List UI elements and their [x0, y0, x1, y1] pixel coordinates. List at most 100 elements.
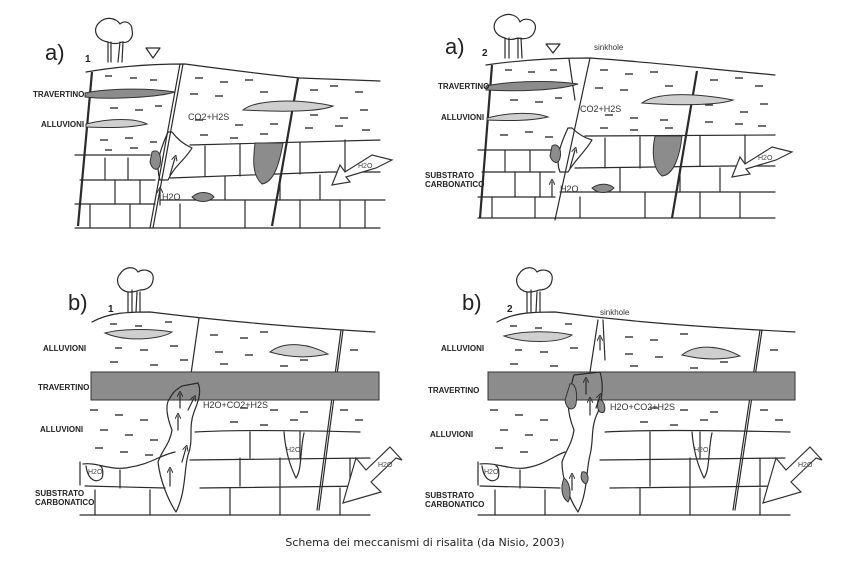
label-travertino: TRAVERTINO: [38, 383, 89, 392]
inflow-label: H2O: [358, 163, 373, 170]
sinkhole-fracture: [568, 58, 576, 101]
karst-cavity: [561, 477, 571, 503]
label-alluvioni-bottom: ALLUVIONI: [430, 430, 473, 439]
karst-cavity: [549, 144, 561, 163]
carbonate-bedrock: [477, 134, 776, 219]
tree-icon: [493, 13, 537, 59]
alluvioni-lens: [241, 100, 335, 112]
fault-line: [316, 329, 342, 511]
karst-cavity: [564, 383, 578, 410]
water-label: H2O: [162, 192, 181, 202]
panel-letter: b): [68, 290, 88, 315]
alluvioni-lens: [680, 346, 742, 360]
figure-caption: Schema dei meccanismi di risalita (da Ni…: [285, 536, 565, 549]
water-pocket: [691, 431, 713, 479]
travertino-lens: [485, 81, 579, 92]
alluvioni-lens: [85, 119, 149, 129]
tree-icon: [117, 267, 154, 313]
water-table-icon: [545, 43, 561, 54]
flow-arrow: [569, 150, 575, 169]
travertino-layer: [90, 371, 380, 401]
gas-label: CO2+H2S: [580, 104, 621, 114]
panel-a1: a) 1 TRAVER: [33, 17, 394, 229]
carbonate-bedrock: [79, 429, 371, 516]
flow-arrow: [187, 398, 194, 411]
travertino-layer: [487, 371, 796, 401]
inflow-label: H2O: [378, 462, 393, 469]
label-alluvioni: ALLUVIONI: [41, 120, 84, 129]
label-substrato: SUBSTRATO: [35, 489, 84, 498]
label-substrato: SUBSTRATO: [425, 491, 474, 500]
panel-letter: a): [45, 40, 65, 65]
alluvioni-lens: [640, 94, 735, 106]
label-travertino: TRAVERTINO: [33, 90, 84, 99]
groundwater-inflow-arrow: [731, 146, 794, 178]
alluvium-texture: [490, 323, 783, 453]
flow-arrow: [181, 448, 186, 463]
karst-conduit: [157, 382, 201, 513]
water-table-icon: [145, 47, 161, 59]
panel-letter: a): [445, 34, 465, 59]
fault-line: [554, 57, 591, 221]
karst-cavity: [191, 192, 215, 202]
fault-line: [732, 329, 761, 511]
fault-line: [152, 63, 184, 229]
groundwater-inflow-arrow: [342, 446, 403, 504]
inflow-label: H2O: [798, 462, 813, 469]
panel-number: 1: [108, 304, 114, 315]
panel-letter: b): [462, 290, 482, 315]
sinkhole-fracture: [589, 319, 606, 373]
panel-number: 2: [507, 304, 513, 315]
flow-arrow: [595, 396, 600, 409]
water-pocket-label: H2O: [286, 447, 301, 454]
label-carbonatico: CARBONATICO: [425, 180, 484, 189]
panel-a2: a) 2 sinkhole TRAVERTINO ALLUVIONI: [425, 13, 794, 221]
karst-cavity: [597, 399, 606, 413]
groundwater-inflow-arrow: [762, 446, 823, 504]
label-alluvioni-bottom: ALLUVIONI: [40, 425, 83, 434]
panel-number: 1: [85, 54, 91, 65]
water-pocket: [481, 465, 500, 482]
label-substrato: SUBSTRATO: [425, 171, 474, 180]
label-alluvioni: ALLUVIONI: [441, 113, 484, 122]
gas-label: CO2+H2S: [188, 112, 229, 122]
alluvioni-lens: [486, 112, 550, 122]
inflow-label: H2O: [758, 155, 773, 162]
label-alluvioni-top: ALLUVIONI: [441, 344, 484, 353]
tree-icon: [94, 17, 133, 63]
karst-cavity: [580, 471, 589, 485]
sinkhole-label: sinkhole: [600, 308, 630, 317]
panel-number: 2: [482, 48, 488, 59]
alluvioni-lens: [268, 344, 330, 358]
karst-cavity: [591, 183, 615, 193]
water-label: H2O: [560, 184, 579, 194]
label-travertino: TRAVERTINO: [428, 386, 479, 395]
water-pocket-label: H2O: [88, 469, 103, 476]
panel-b1: b) 1 ALLUVIONI TRAVERTINO ALLUV: [35, 267, 403, 516]
karst-cavity: [253, 142, 284, 185]
karst-cavity: [652, 135, 683, 177]
gas-label: H2O+CO2+H2S: [610, 402, 675, 412]
tree-icon: [516, 267, 553, 313]
water-pocket: [85, 465, 104, 482]
travertino-lens: [84, 88, 176, 99]
carbonate-bedrock: [477, 429, 791, 516]
label-carbonatico: CARBONATICO: [425, 500, 484, 509]
sinkhole-label: sinkhole: [594, 43, 624, 52]
flow-arrow: [169, 158, 175, 176]
label-travertino: TRAVERTINO: [438, 82, 489, 91]
alluvioni-lens: [103, 329, 174, 340]
groundwater-inflow-arrow: [331, 154, 394, 186]
alluvium-texture: [500, 69, 768, 138]
water-pocket-label: H2O: [694, 447, 709, 454]
gas-label: H2O+CO2+H2S: [203, 400, 268, 410]
panel-b2: b) 2 sinkhole ALLUVIONI TRAVERT: [425, 267, 823, 516]
alluvium-texture: [100, 75, 370, 151]
water-pocket-label: H2O: [484, 469, 499, 476]
alluvium-texture: [90, 321, 363, 456]
label-carbonatico: CARBONATICO: [35, 498, 94, 507]
alluvioni-lens: [502, 331, 574, 343]
water-pocket: [283, 431, 305, 479]
karst-cavity: [149, 150, 161, 170]
